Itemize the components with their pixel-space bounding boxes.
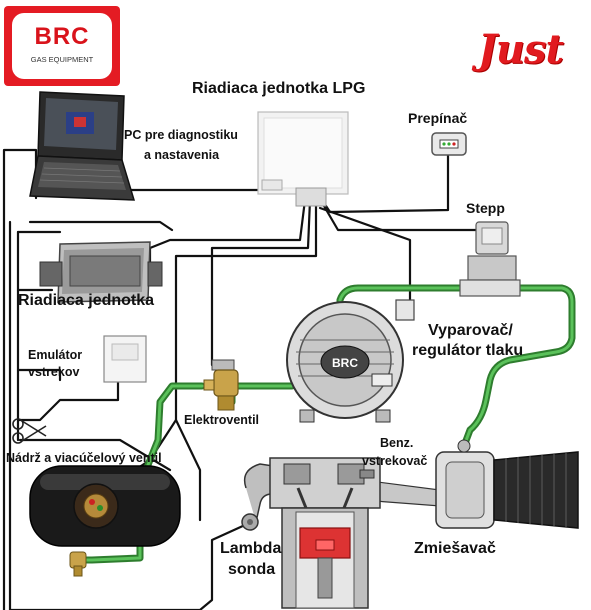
label-solenoid: Elektroventil [184, 413, 260, 427]
just-logo: Just [478, 26, 564, 73]
label-petrol-injector-line2: vstrekovač [362, 454, 428, 468]
laptop-pc [29, 91, 136, 201]
brc-logo-tagline: GAS EQUIPMENT [30, 55, 94, 64]
label-vaporizer-line2: regulátor tlaku [412, 342, 524, 359]
label-petrol-injector-line1: Benz. [380, 436, 414, 450]
label-emulator-line2: vstrekov [28, 365, 80, 379]
brc-logo-text: BRC [34, 23, 90, 50]
label-pc-line1: PC pre diagnostiku [124, 128, 238, 142]
solenoid-valve [203, 359, 239, 411]
lpg-ecu [257, 111, 349, 207]
stepp-motor [459, 221, 521, 297]
svg-text:BRC: BRC [332, 356, 358, 370]
label-vaporizer-line1: Vyparovač/ [428, 322, 513, 339]
label-lpg-ecu: Riadiaca jednotka LPG [192, 80, 366, 97]
vaporizer-regulator: BRC [286, 299, 415, 423]
label-stepp: Stepp [466, 200, 505, 216]
switch [431, 132, 467, 156]
label-switch: Prepínač [408, 110, 468, 126]
scissors-icon [12, 418, 47, 444]
lpg-tank [29, 465, 181, 577]
brc-logo: BRC GAS EQUIPMENT [4, 6, 120, 86]
emulator-box [103, 335, 147, 383]
label-lambda-line2: sonda [228, 561, 276, 578]
label-tank: Nádrž a viacúčelový ventil [6, 451, 162, 465]
engine-cylinder [241, 457, 441, 609]
label-ecu: Riadiaca jednotka [18, 292, 155, 309]
label-emulator-line1: Emulátor [28, 348, 83, 362]
gas-mixer [435, 439, 579, 529]
label-lambda-line1: Lambda [220, 540, 282, 557]
label-pc-line2: a nastavenia [144, 148, 220, 162]
ecu-unit [39, 241, 163, 303]
label-mixer: Zmiešavač [414, 540, 496, 557]
